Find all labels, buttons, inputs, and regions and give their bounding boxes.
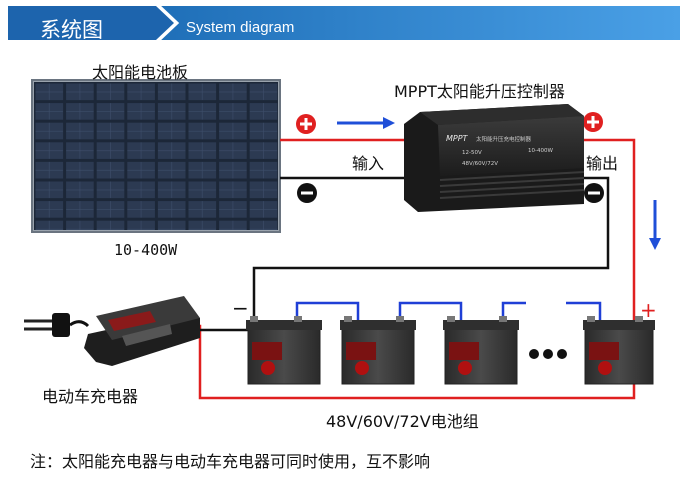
- footnote: 注：太阳能充电器与电动车充电器可同时使用，互不影响: [30, 452, 431, 471]
- battery-bridge-1: [295, 301, 360, 322]
- flow-arrows: [337, 117, 661, 250]
- solar-panel: [31, 79, 281, 233]
- polarity-markers: [296, 112, 604, 203]
- charger-label: 电动车充电器: [42, 387, 139, 406]
- battery-3: [443, 316, 519, 385]
- header-title-en: System diagram: [186, 19, 295, 36]
- charger-plug: [52, 313, 70, 337]
- battery-ellipsis: [529, 349, 567, 359]
- device-brand: MPPT: [446, 134, 469, 143]
- controller-label: MPPT太阳能升压控制器: [394, 82, 565, 101]
- battery-bridge-3: [501, 301, 526, 322]
- controller-negative-wire: [252, 176, 610, 326]
- battery-bridge-4: [566, 301, 602, 322]
- device-spec-output: 48V/60V/72V: [462, 161, 498, 167]
- controller-input-label: 输入: [352, 154, 385, 173]
- battery-1: [246, 316, 322, 385]
- solar-panel-label: 太阳能电池板: [92, 63, 189, 82]
- battery-plus-sign: +: [640, 298, 657, 322]
- controller-output-label: 输出: [586, 154, 619, 173]
- mppt-controller-device: MPPT 太阳能升压充电控制器 12-50V 10-400W 48V/60V/7…: [404, 104, 585, 212]
- battery-bridge-2: [398, 301, 463, 322]
- banner-shape: [8, 6, 680, 40]
- battery-minus-sign: −: [232, 296, 249, 320]
- battery-bank: [246, 316, 655, 385]
- header-banner: 系统图 System diagram: [8, 6, 680, 42]
- solar-panel-power: 10-400W: [114, 241, 178, 259]
- device-spec-power: 10-400W: [528, 148, 553, 154]
- device-spec-input: 12-50V: [462, 150, 482, 156]
- wiring: [197, 138, 636, 400]
- battery-4: [583, 316, 655, 385]
- device-title: 太阳能升压充电控制器: [476, 135, 532, 143]
- ev-charger-device: [24, 296, 200, 366]
- battery-bank-label: 48V/60V/72V电池组: [326, 412, 479, 431]
- header-title-cn: 系统图: [40, 18, 103, 42]
- battery-2: [340, 316, 416, 385]
